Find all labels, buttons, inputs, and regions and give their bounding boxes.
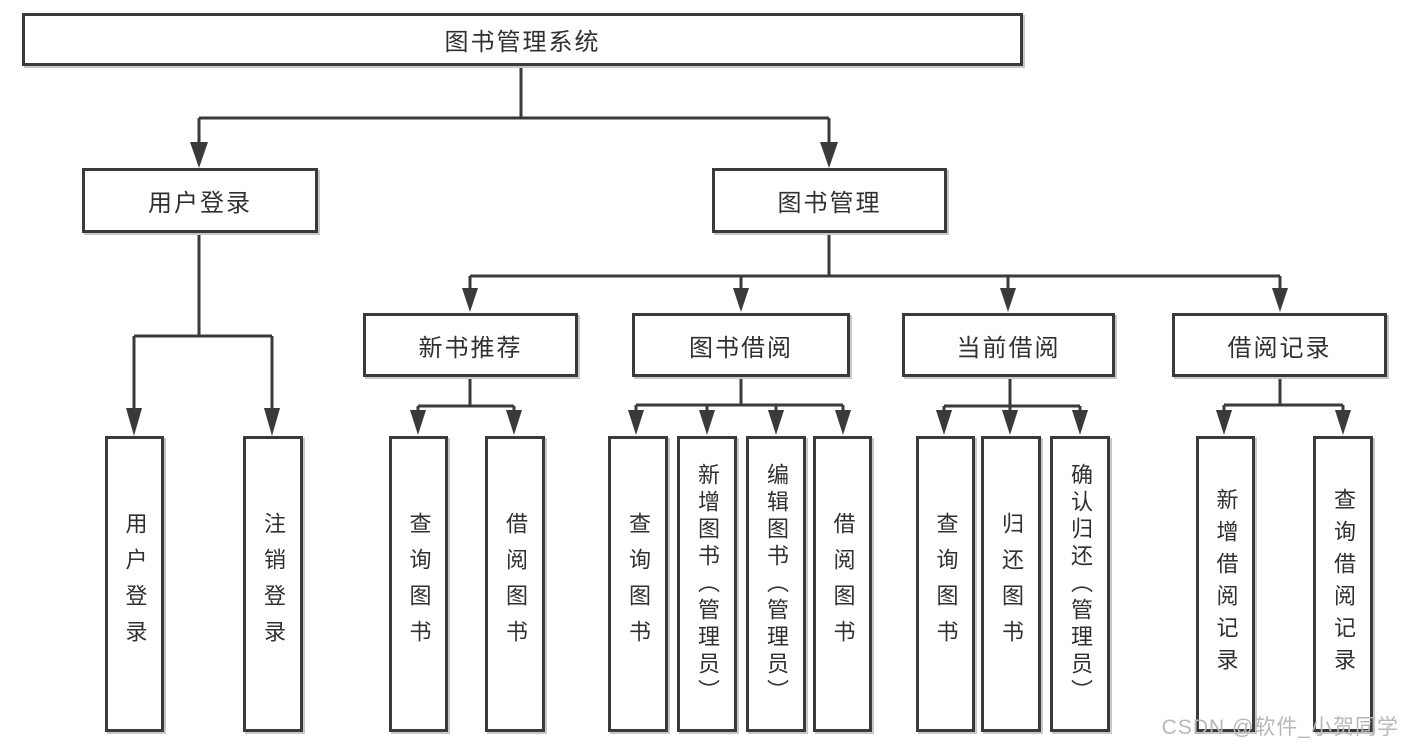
connector-recommend-split [416, 377, 516, 414]
connector-root-to-level2 [197, 66, 831, 146]
node-label: 查询图书 [626, 512, 651, 656]
leaf-add-books-admin: 新增图书（管理员） [677, 436, 737, 732]
connector-mgmt-split [468, 233, 1282, 292]
node-label: 归还图书 [999, 512, 1024, 656]
node-label: 用户登录 [122, 512, 148, 656]
leaf-logout: 注销登录 [243, 436, 303, 732]
leaf-return-books: 归还图书 [981, 436, 1041, 732]
node-label: 借阅图书 [830, 512, 856, 656]
leaf-query-books-current: 查询图书 [916, 436, 975, 732]
watermark: CSDN @软件_小贺同学 [1161, 716, 1399, 739]
node-label: 图书管理 [777, 190, 882, 217]
leaf-user-login: 用户登录 [105, 436, 164, 732]
connector-records-split [1222, 377, 1345, 414]
node-label: 编辑图书（管理员） [764, 462, 789, 706]
connector-current-split [942, 377, 1082, 414]
node-label: 新增借阅记录 [1213, 488, 1239, 680]
leaf-confirm-return-admin: 确认归还（管理员） [1050, 436, 1110, 732]
node-label: 图书管理系统 [444, 29, 601, 56]
arrowheads [126, 142, 1351, 436]
node-root: 图书管理系统 [22, 13, 1023, 66]
node-new-book-recommend: 新书推荐 [363, 313, 578, 377]
node-label: 借阅记录 [1227, 334, 1332, 362]
node-label: 图书借阅 [689, 334, 793, 362]
leaf-borrow-books: 借阅图书 [813, 436, 872, 732]
node-book-borrow: 图书借阅 [632, 313, 850, 377]
node-label: 注销登录 [261, 512, 286, 656]
node-borrow-records: 借阅记录 [1172, 313, 1387, 377]
node-label: 确认归还（管理员） [1068, 462, 1093, 706]
leaf-add-borrow-record: 新增借阅记录 [1196, 436, 1255, 732]
node-label: 新书推荐 [418, 334, 523, 362]
node-label: 查询图书 [406, 512, 432, 656]
connector-login-split [132, 233, 274, 412]
leaf-query-books-recommend: 查询图书 [389, 436, 448, 732]
leaf-borrow-books-recommend: 借阅图书 [485, 436, 545, 732]
node-label: 查询借阅记录 [1331, 488, 1356, 680]
node-label: 借阅图书 [503, 512, 528, 656]
node-book-management: 图书管理 [712, 168, 947, 233]
node-user-login: 用户登录 [82, 168, 318, 233]
node-label: 新增图书（管理员） [695, 462, 720, 706]
leaf-edit-books-admin: 编辑图书（管理员） [746, 436, 806, 732]
node-label: 查询图书 [933, 512, 959, 656]
node-current-borrow: 当前借阅 [902, 313, 1115, 377]
node-label: 当前借阅 [956, 334, 1061, 362]
leaf-query-borrow-record: 查询借阅记录 [1313, 436, 1373, 732]
node-label: 用户登录 [148, 190, 252, 217]
leaf-query-books-borrow: 查询图书 [608, 436, 668, 732]
connector-borrow-split [634, 377, 845, 414]
